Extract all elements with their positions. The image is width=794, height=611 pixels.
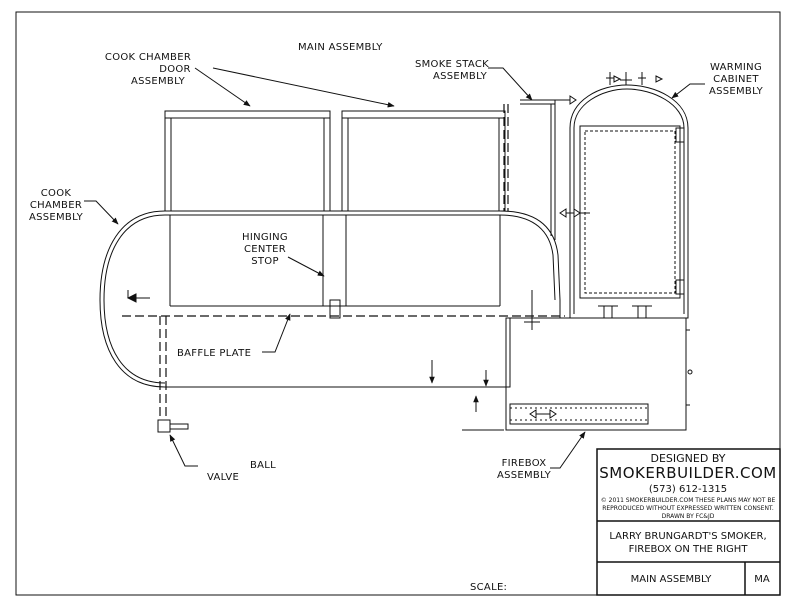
- firebox: [505, 317, 693, 431]
- smoke-stack: [520, 95, 577, 240]
- phone-text: (573) 612-1315: [649, 484, 727, 495]
- designed-by-text: DESIGNED BY: [651, 452, 726, 465]
- cook-chamber-label-2: CHAMBER: [30, 200, 82, 211]
- leader-lines: [84, 67, 705, 469]
- cook-chamber-label-3: ASSEMBLY: [29, 212, 84, 223]
- sheet-border: [15, 11, 781, 596]
- hinging-stop-label-3: STOP: [251, 256, 279, 267]
- smoke-stack-label-1: SMOKE STACK: [415, 59, 489, 70]
- hinging-stop-label-2: CENTER: [244, 244, 286, 255]
- hinging-stop-label-1: HINGING: [242, 232, 288, 243]
- cook-chamber-door-label-3: ASSEMBLY: [131, 76, 186, 87]
- copyright-line-3: DRAWN BY FC&JD: [662, 513, 715, 520]
- firebox-label-1: FIREBOX: [502, 458, 547, 469]
- baffle-plate-label: BAFFLE PLATE: [177, 348, 251, 359]
- cook-chamber-doors: [164, 110, 506, 212]
- title-block: DESIGNED BY SMOKERBUILDER.COM (573) 612-…: [596, 448, 781, 596]
- cook-chamber-label-1: COOK: [41, 188, 72, 199]
- cook-chamber-door-label-2: DOOR: [159, 64, 191, 75]
- sheet-title: MAIN ASSEMBLY: [631, 574, 713, 585]
- cook-chamber: [99, 210, 561, 388]
- smoke-stack-label-2: ASSEMBLY: [433, 71, 488, 82]
- copyright-line-2: REPRODUCED WITHOUT EXPRESSED WRITTEN CON…: [602, 505, 774, 512]
- callout-labels: MAIN ASSEMBLY COOK CHAMBER DOOR ASSEMBLY…: [29, 42, 764, 593]
- dimension-marks: [126, 290, 540, 431]
- baffle-plate: [122, 104, 565, 420]
- scale-label: SCALE:: [470, 582, 507, 593]
- warming-cabinet-label-3: ASSEMBLY: [709, 86, 764, 97]
- warming-cabinet-label-1: WARMING: [710, 62, 762, 73]
- ball-valve-label-1: BALL: [250, 460, 276, 471]
- cook-chamber-door-label-1: COOK CHAMBER: [105, 52, 191, 63]
- project-line-1: LARRY BRUNGARDT'S SMOKER,: [609, 531, 766, 542]
- warming-cabinet: [559, 72, 689, 319]
- project-line-2: FIREBOX ON THE RIGHT: [629, 544, 749, 555]
- warming-cabinet-label-2: CABINET: [713, 74, 759, 85]
- copyright-line-1: © 2011 SMOKERBUILDER.COM THESE PLANS MAY…: [601, 497, 776, 504]
- firebox-label-2: ASSEMBLY: [497, 470, 552, 481]
- brand-text: SMOKERBUILDER.COM: [599, 464, 776, 482]
- ball-valve-label-2: VALVE: [207, 472, 239, 483]
- main-assembly-label: MAIN ASSEMBLY: [298, 42, 383, 53]
- sheet-code: MA: [754, 574, 770, 585]
- ball-valve: [157, 419, 189, 433]
